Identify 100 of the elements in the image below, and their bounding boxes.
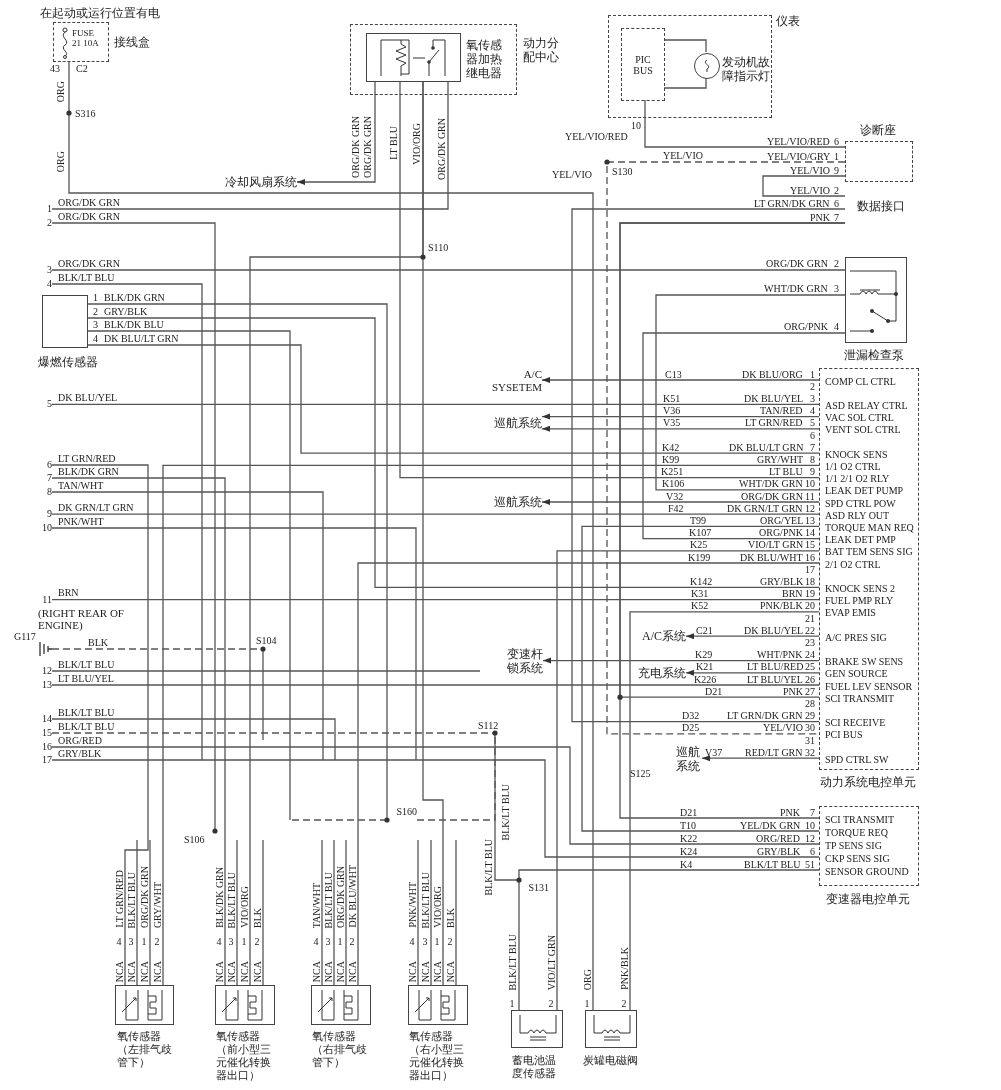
wire	[357, 562, 820, 986]
wire-label: BLK/LT BLU	[499, 784, 511, 841]
pin-number: 25	[805, 661, 815, 673]
circuit-label: K106	[662, 478, 685, 490]
ground-label: G117	[14, 631, 52, 658]
pin-function-label: COMP CL CTRL	[825, 375, 896, 387]
wire-label: YEL/VIO	[790, 184, 830, 196]
pin-function-label: ASD RELAY CTRL	[825, 399, 908, 411]
pin-function-label: KNOCK SENS	[825, 448, 888, 460]
connector-label: NCA	[138, 961, 150, 983]
pin-number: 43	[50, 62, 60, 74]
wire-label: BLK/LT BLU	[58, 706, 115, 718]
circuit-label: K251	[661, 466, 684, 478]
circuit-label: T10	[680, 819, 697, 831]
connector-label: NCA	[444, 961, 456, 983]
pin-function-label: GEN SOURCE	[825, 668, 888, 680]
connector-label: NCA	[419, 961, 431, 983]
circuit-label: K21	[696, 661, 714, 673]
wire-label: BLK/LT BLU	[225, 872, 237, 929]
knock-sensor-box	[42, 295, 88, 348]
wire-label: BLK/LT BLU	[58, 271, 115, 283]
pin-number: 8	[810, 453, 815, 465]
pin-function-label: KNOCK SENS 2	[825, 582, 895, 594]
wire	[619, 222, 846, 819]
connector-label: NCA	[151, 961, 163, 983]
wire	[87, 317, 820, 589]
circuit-label: F42	[668, 502, 684, 514]
wire-label: ORG/RED	[58, 734, 102, 746]
wire-label: BLK/DK GRN	[213, 867, 225, 928]
pin-number: 4	[409, 935, 415, 947]
pin-number: 32	[805, 746, 815, 758]
component-label: 在起动或运行位置有电	[40, 6, 160, 20]
wire-label: DK BLU/YEL	[744, 392, 804, 404]
wire-label: ORG/YEL	[760, 514, 804, 526]
wire-label: VIO/LT GRN	[545, 935, 557, 991]
pin-number: 10	[36, 522, 52, 534]
pin-number: 3	[422, 935, 428, 947]
pin-number: 4	[36, 278, 52, 290]
arrow	[541, 413, 820, 420]
pin-number: 21	[805, 612, 815, 624]
wire	[345, 839, 347, 986]
circuit-label: K99	[662, 453, 680, 465]
circuit-label: V35	[663, 417, 681, 429]
system-label: A/C SYSETEM	[490, 366, 542, 396]
pin-number: 22	[805, 624, 815, 636]
wire-label: VIO/ORG	[410, 123, 422, 165]
wire-label: WHT/DK GRN	[739, 478, 803, 490]
component-label: PIC BUS	[632, 54, 654, 76]
pin-function-label: BRAKE SW SENS	[825, 656, 904, 668]
pin-function-label: LEAK DET PUMP	[825, 485, 904, 497]
arrow	[541, 425, 820, 432]
connector-label: NCA	[310, 961, 322, 983]
wire-label: BLK/LT BLU	[419, 872, 431, 929]
wire	[51, 746, 820, 845]
wire-label: BLK	[251, 908, 263, 928]
component-label: 诊断座	[860, 123, 897, 137]
component-label: 变速器电控单元	[826, 892, 910, 906]
circuit-label: K107	[689, 527, 712, 539]
pin-function-label: TORQUE MAN REQ	[825, 521, 914, 533]
pin-function-label: 1/1 2/1 O2 RLY	[825, 473, 890, 485]
wire-label: DK BLU/LT GRN	[104, 332, 179, 344]
component-label: 泄漏检查泵	[844, 348, 905, 362]
circuit-label: D25	[682, 722, 700, 734]
wire	[606, 161, 846, 735]
wire-label: DK GRN/LT GRN	[58, 501, 134, 513]
pin-number: 51	[805, 858, 815, 870]
pin-number: 19	[805, 588, 815, 600]
system-label: 冷却风扇系统	[225, 174, 297, 190]
wire-label: BRN	[58, 587, 79, 599]
circuit-label: D21	[680, 806, 698, 818]
pin-number: 27	[805, 685, 815, 697]
wire-label: PNK	[783, 685, 803, 697]
pin-number: 10	[805, 478, 815, 490]
wire	[236, 839, 238, 986]
wire	[262, 839, 264, 986]
pin-number: 12	[36, 665, 52, 677]
pin-number: 1	[834, 150, 839, 162]
pin-number: 16	[805, 551, 815, 563]
wire	[333, 839, 335, 986]
wire	[321, 839, 323, 986]
wire-label: BLK/DK BLU	[104, 318, 164, 330]
splice-label: S106	[184, 833, 218, 847]
pin-number: 1	[36, 203, 52, 215]
pin-function-label: CKP SENS SIG	[825, 852, 890, 864]
pin-number: 3	[834, 282, 839, 294]
wire-label: DK BLU/WHT	[346, 865, 358, 928]
pin-number: 2	[349, 935, 355, 947]
pin-number: 6	[834, 197, 839, 209]
wire-label: YEL/VIO	[763, 722, 803, 734]
pin-number: 9	[834, 164, 839, 176]
arrow	[701, 755, 820, 762]
pin-number: 1	[337, 935, 343, 947]
splice-label: C2	[76, 62, 88, 74]
component-label: 动力分配中心	[523, 36, 560, 64]
circuit-label: K51	[663, 392, 681, 404]
fuse-box	[53, 22, 109, 62]
wire-label: ORG/DK GRN	[741, 490, 803, 502]
pin-function-label: BAT TEM SENS SIG	[825, 546, 913, 558]
pin-number: 6	[834, 135, 839, 147]
pin-function-label: FUEL LEV SENSOR	[825, 680, 913, 692]
